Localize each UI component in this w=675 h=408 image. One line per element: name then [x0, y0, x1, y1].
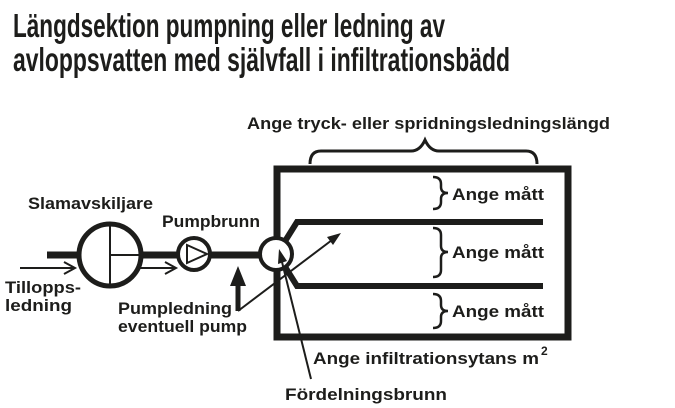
distribution-well-pointer-arrow [278, 249, 312, 380]
measure-label-2: Ange mått [452, 243, 544, 262]
infiltration-area-superscript: 2 [541, 344, 548, 358]
distribution-pipe-upper [279, 219, 543, 248]
distribution-pipe-lower [279, 260, 543, 289]
pump-well-symbol [176, 236, 212, 272]
measure-brace-1 [432, 175, 449, 211]
septic-tank-symbol [76, 221, 144, 289]
distribution-well-symbol [258, 236, 294, 272]
pump-line-arrow [230, 266, 246, 311]
page-title-line-2: avloppsvatten med självfall i infiltrati… [13, 41, 510, 78]
inlet-label-line-1: Tillopps- [5, 278, 81, 297]
page-title-line-1: Längdsektion pumpning eller ledning av [13, 7, 445, 44]
distribution-well-label: Fördelningsbrunn [285, 385, 447, 404]
inlet-label-line-2: ledning [5, 296, 72, 315]
flow-arrow [140, 261, 179, 275]
measure-brace-3 [432, 292, 449, 330]
measure-brace-2 [432, 226, 449, 279]
infiltration-area-label: Ange infiltrationsytans m [313, 349, 539, 368]
inflow-arrow [20, 261, 78, 275]
septic-tank-label: Slamavskiljare [28, 194, 153, 213]
pump-well-label: Pumpbrunn [162, 212, 260, 231]
length-brace [308, 136, 539, 165]
pump-line-label-line-1: Pumpledning [118, 299, 232, 318]
measure-label-3: Ange mått [452, 302, 544, 321]
length-note-label: Ange tryck- eller spridningsledningsläng… [247, 114, 610, 133]
pump-line-label-line-2: eventuell pump [118, 317, 247, 336]
measure-label-1: Ange mått [452, 185, 544, 204]
